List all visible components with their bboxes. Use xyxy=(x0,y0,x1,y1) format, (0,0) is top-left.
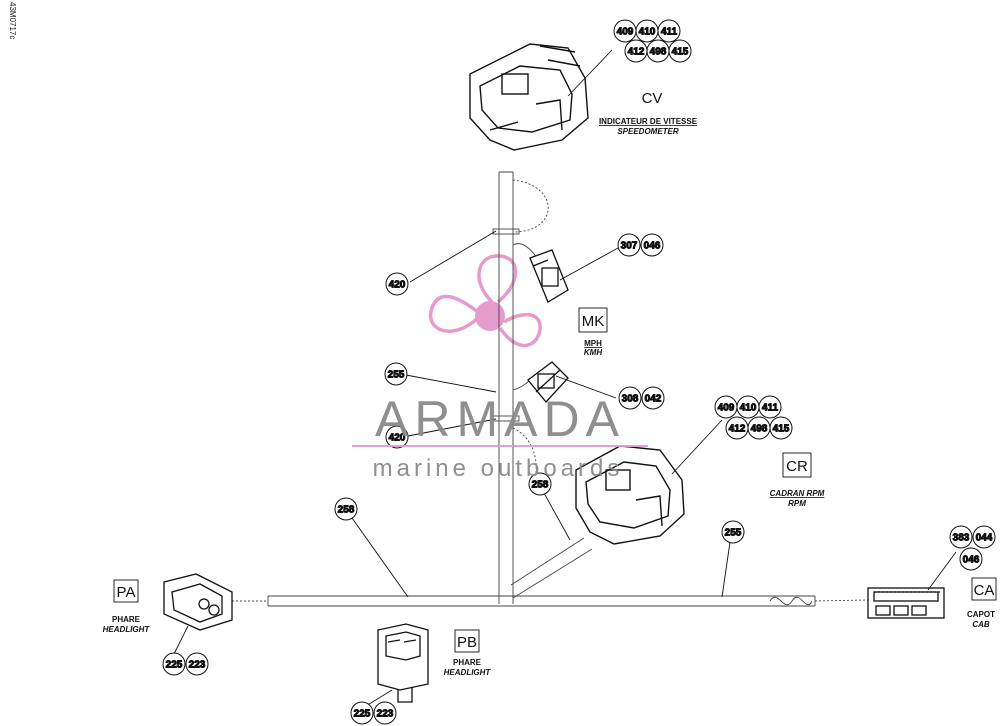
svg-text:308: 308 xyxy=(622,394,639,405)
svg-text:415: 415 xyxy=(773,424,790,435)
wire-ca-dotted xyxy=(814,599,869,602)
callout-harness-main-right: 255 xyxy=(721,520,745,544)
headlight-connector-a[interactable] xyxy=(163,573,233,631)
leader-lines xyxy=(173,49,957,707)
svg-text:042: 042 xyxy=(645,394,662,405)
callout-group-pa: 225 223 xyxy=(162,652,209,676)
harness-branch-cr xyxy=(510,537,593,599)
document-id: 43M0717c xyxy=(8,2,17,39)
svg-text:KMH: KMH xyxy=(584,348,602,357)
callout-group-cr: 409 410 411 412 498 415 xyxy=(714,395,793,440)
svg-text:420: 420 xyxy=(389,280,406,291)
svg-text:415: 415 xyxy=(672,47,689,58)
svg-text:258: 258 xyxy=(532,480,549,491)
rpm-gauge-connector[interactable] xyxy=(575,445,685,545)
connector-label-cv: CV INDICATEUR DE VITESSE SPEEDOMETER xyxy=(599,90,698,136)
connector-label-pa: PA PHARE HEADLIGHT xyxy=(103,579,151,634)
svg-text:307: 307 xyxy=(621,241,638,252)
callout-group-mk: 307 046 xyxy=(617,233,664,257)
svg-text:PHARE: PHARE xyxy=(112,615,141,624)
harness-clip-top xyxy=(492,228,520,235)
svg-text:409: 409 xyxy=(718,403,735,414)
watermark: ARMADA marine outboards xyxy=(352,391,648,482)
callout-harness-cr-branch: 258 xyxy=(528,472,552,496)
svg-text:046: 046 xyxy=(963,555,980,566)
svg-text:044: 044 xyxy=(976,533,993,544)
svg-text:CA: CA xyxy=(974,582,995,599)
svg-text:411: 411 xyxy=(661,27,678,38)
propeller-blade-icon xyxy=(498,313,542,348)
svg-text:PB: PB xyxy=(457,634,477,651)
callout-group-pb: 225 223 xyxy=(350,701,397,725)
svg-text:PHARE: PHARE xyxy=(453,658,482,667)
speed-sensor-connector[interactable] xyxy=(529,249,569,303)
svg-text:225: 225 xyxy=(166,660,183,671)
svg-text:498: 498 xyxy=(650,47,667,58)
cab-connector[interactable] xyxy=(867,587,945,619)
callout-clip-mid: 420 xyxy=(385,425,409,449)
watermark-brand: ARMADA xyxy=(375,391,625,447)
svg-text:255: 255 xyxy=(725,528,742,539)
harness-clip-mid xyxy=(492,415,520,422)
svg-text:CV: CV xyxy=(642,90,663,107)
connector-label-pb: PB PHARE HEADLIGHT xyxy=(444,629,492,677)
svg-text:498: 498 xyxy=(751,424,768,435)
svg-text:223: 223 xyxy=(377,709,394,720)
propeller-blade-icon xyxy=(477,254,518,304)
wire-squiggle xyxy=(769,596,813,606)
svg-text:409: 409 xyxy=(617,27,634,38)
callout-harness-main-left: 258 xyxy=(334,497,358,521)
harness-main xyxy=(267,595,816,607)
svg-text:INDICATEUR DE VITESSE: INDICATEUR DE VITESSE xyxy=(599,117,698,126)
svg-text:223: 223 xyxy=(189,660,206,671)
wire-loop-dotted xyxy=(512,427,537,489)
svg-text:412: 412 xyxy=(729,424,746,435)
armada-logo xyxy=(428,254,542,348)
svg-text:MPH: MPH xyxy=(584,339,602,348)
svg-text:411: 411 xyxy=(762,403,779,414)
svg-text:SPEEDOMETER: SPEEDOMETER xyxy=(617,127,679,136)
svg-text:HEADLIGHT: HEADLIGHT xyxy=(103,625,151,634)
connector-label-mk: MK MPH KMH xyxy=(578,307,608,357)
headlight-connector-b[interactable] xyxy=(377,623,429,703)
watermark-tagline: marine outboards xyxy=(373,455,624,482)
wire-mk2 xyxy=(512,379,531,391)
svg-text:RPM: RPM xyxy=(788,499,806,508)
svg-text:CAB: CAB xyxy=(972,620,990,629)
svg-text:412: 412 xyxy=(628,47,645,58)
speedometer-connector[interactable] xyxy=(469,43,589,151)
harness-trunk xyxy=(498,171,514,604)
svg-text:HEADLIGHT: HEADLIGHT xyxy=(444,668,492,677)
propeller-hub-icon xyxy=(475,301,505,331)
svg-text:410: 410 xyxy=(740,403,757,414)
svg-text:CADRAN RPM: CADRAN RPM xyxy=(770,489,825,498)
connector-label-cr: CR CADRAN RPM RPM xyxy=(770,452,825,508)
callout-group-cv: 409 410 411 412 498 415 xyxy=(613,19,692,63)
svg-text:258: 258 xyxy=(338,505,355,516)
callout-group-ca: 383 044 046 xyxy=(949,525,996,571)
svg-text:PA: PA xyxy=(117,584,136,601)
svg-text:410: 410 xyxy=(639,27,656,38)
svg-text:420: 420 xyxy=(389,433,406,444)
callout-clip-top: 420 xyxy=(385,272,409,296)
propeller-blade-icon xyxy=(428,294,480,333)
svg-text:CAPOT: CAPOT xyxy=(967,610,995,619)
svg-text:CR: CR xyxy=(786,458,808,475)
wire-loop-dotted xyxy=(512,179,549,233)
wire-harness xyxy=(232,171,869,607)
connector-label-ca: CA CAPOT CAB xyxy=(967,577,997,629)
callout-harness-mk: 255 xyxy=(384,362,408,386)
callout-group-mk2: 308 042 xyxy=(618,386,665,410)
svg-text:255: 255 xyxy=(388,370,405,381)
speed-sensor-connector-2[interactable] xyxy=(527,361,569,403)
svg-text:046: 046 xyxy=(644,241,661,252)
svg-text:383: 383 xyxy=(953,533,970,544)
svg-text:MK: MK xyxy=(582,313,605,330)
svg-text:225: 225 xyxy=(354,709,371,720)
